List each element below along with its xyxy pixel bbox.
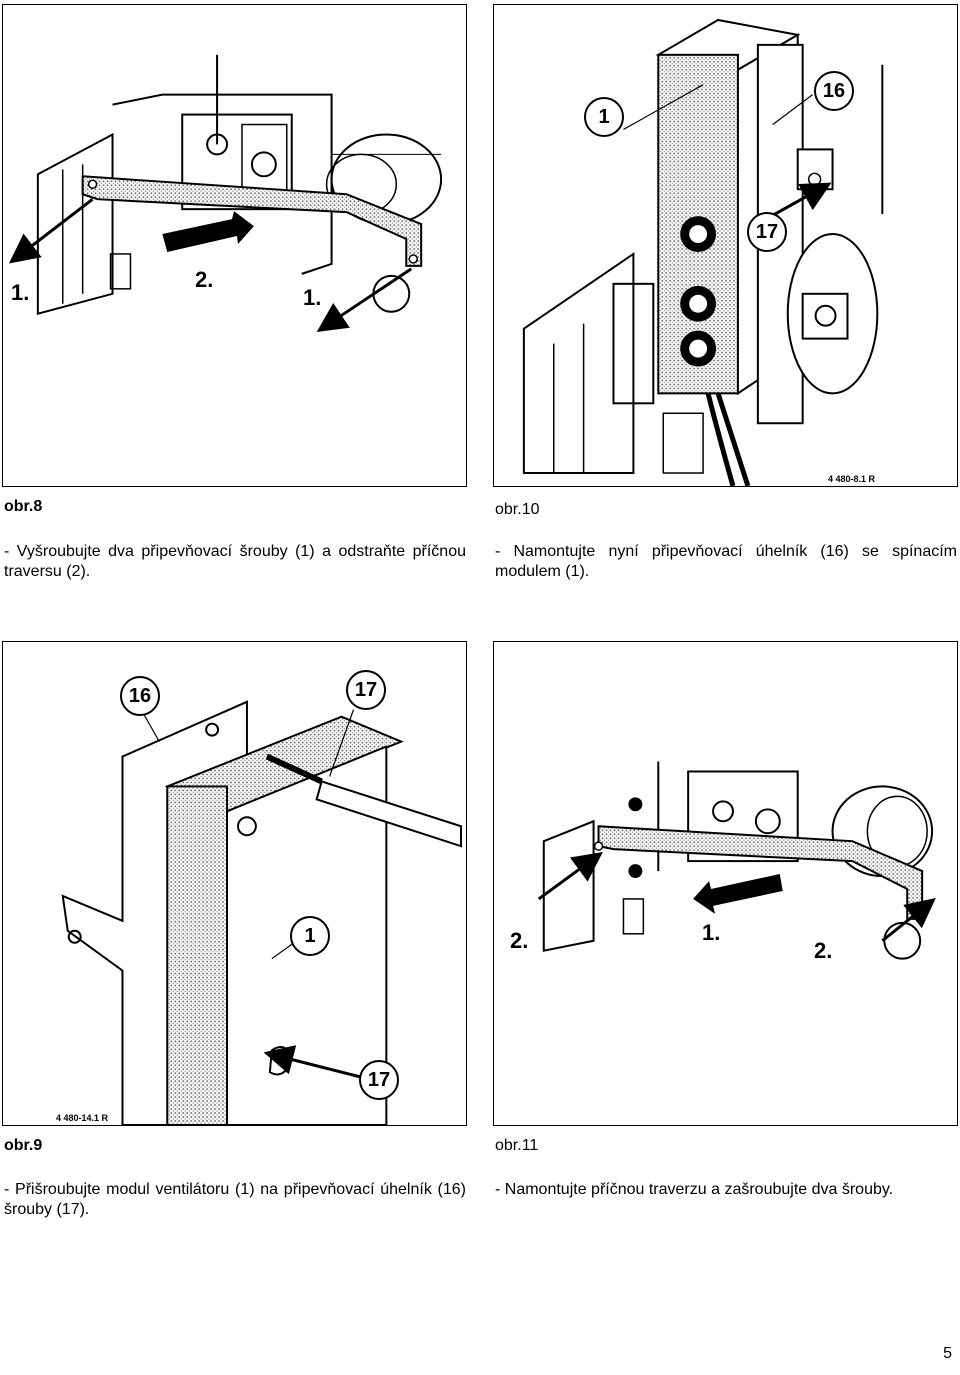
figure-9-panel: 16 17 1 17 4 480-14.1 R — [2, 641, 467, 1126]
fig10-callout: 16 — [814, 71, 854, 111]
figure-9-label: obr.9 — [4, 1137, 43, 1154]
fig11-step-label: 2. — [814, 938, 833, 963]
page-number: 5 — [943, 1345, 952, 1362]
figure-9-drawing — [61, 700, 463, 1125]
figure-9-caption: - Přišroubujte modul ventilátoru (1) na … — [4, 1181, 466, 1218]
figure-11-caption: - Namontujte příčnou traverzu a zašroubu… — [495, 1181, 894, 1198]
fig9-callout: 17 — [359, 1060, 399, 1100]
figure-8-caption: - Vyšroubujte dva připevňovací šrouby (1… — [4, 543, 466, 580]
figure-10-drawing — [522, 18, 884, 486]
fig9-callout: 1 — [290, 916, 330, 956]
fig8-step-label: 1. — [11, 280, 30, 305]
figure-11-drawing — [494, 761, 957, 1125]
figure-11-panel: 2. 1. 2. — [493, 641, 958, 1126]
figure-10-caption: - Namontujte nyní připevňovací úhelník (… — [495, 543, 957, 580]
fig8-step-label: 2. — [195, 267, 214, 292]
fig9-ref-code: 4 480-14.1 R — [56, 1113, 109, 1123]
fig8-step-label: 1. — [303, 285, 322, 310]
fig10-ref-code: 4 480-8.1 R — [828, 474, 876, 484]
figure-8-label: obr.8 — [4, 498, 43, 515]
figure-8-drawing — [3, 54, 466, 374]
figure-11-label: obr.11 — [495, 1137, 539, 1154]
figure-8-panel: 1. 2. 1. — [2, 4, 467, 487]
fig10-callout: 1 — [584, 97, 624, 137]
figure-10-panel: 1 16 17 4 480-8.1 R — [493, 4, 958, 487]
figure-10-label: obr.10 — [495, 501, 540, 518]
fig9-callout: 16 — [120, 676, 160, 716]
fig11-step-label: 1. — [702, 920, 721, 945]
fig9-callout: 17 — [346, 670, 386, 710]
fig10-callout: 17 — [747, 212, 787, 252]
fig11-step-label: 2. — [510, 928, 529, 953]
